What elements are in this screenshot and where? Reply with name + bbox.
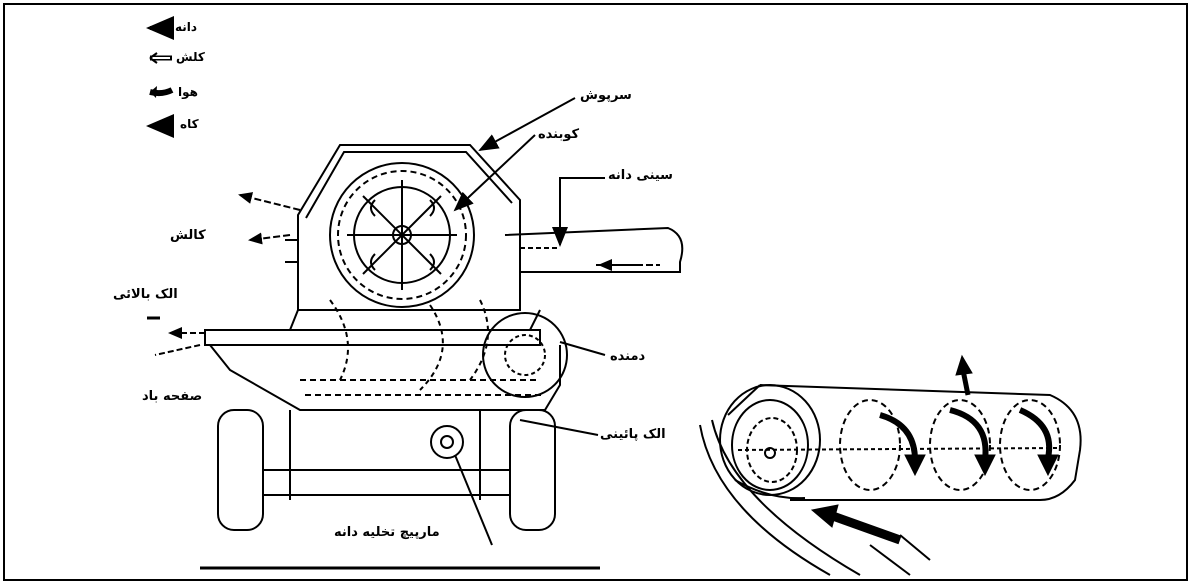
thresher-machine (200, 144, 684, 570)
label-upper-sieve: الک بالائی (113, 287, 178, 302)
hollow-arrow-icon (149, 52, 172, 64)
cylinder-end (719, 384, 821, 496)
leader-lines (453, 97, 606, 546)
figure-frame (3, 3, 1188, 581)
legend-label-stubble: کلش (176, 50, 205, 64)
label-air-plate: صفحه باد (142, 389, 203, 404)
label-grain-auger: مارپیچ تخلیه دانه (334, 525, 440, 540)
label-grain-tray: سینی دانه (608, 168, 673, 183)
legend-label-straw: کاه (180, 117, 199, 131)
grain-auger (430, 425, 464, 459)
label-cover: سرپوش (580, 88, 632, 103)
legend-label-air: هوا (178, 85, 198, 99)
legend-label-grain: دانه (175, 20, 198, 34)
auger-flow-arrows (810, 354, 1059, 545)
right-wheel (509, 409, 556, 531)
left-wheel (217, 409, 264, 531)
label-beater: کوبنده (538, 127, 580, 142)
grain-tray-chute (504, 226, 684, 273)
threshing-drum (329, 162, 475, 308)
thick-arrow-icon (149, 86, 174, 98)
beater-spokes (347, 180, 457, 290)
flow-arrows (147, 192, 640, 356)
blower-housing (482, 312, 568, 398)
label-blower: دمنده (610, 349, 646, 364)
label-lower-sieve: الک پائینی (600, 427, 666, 442)
auger-cylinder (699, 384, 1082, 576)
label-chaff: کالش (170, 228, 206, 243)
